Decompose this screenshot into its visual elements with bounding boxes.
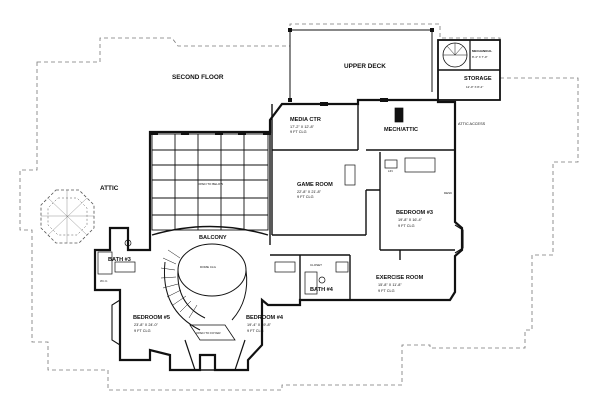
- bath3-label: BATH #3: [108, 257, 131, 263]
- mech-attic-label: MECH/ATTIC: [384, 127, 419, 133]
- bath4-label: BATH #4: [310, 287, 333, 293]
- fixtures: [97, 107, 436, 295]
- balcony-open-grid: [151, 133, 269, 231]
- upper-deck-label: UPPER DECK: [344, 63, 386, 70]
- dome-clg-label: DOME CLG: [200, 265, 217, 269]
- interior-walls: [269, 104, 455, 300]
- game-room-clg: 9 FT CLG: [297, 195, 314, 199]
- bedroom3-bay-window: [454, 224, 464, 254]
- bedroom5-bay-window: [111, 299, 121, 346]
- bedroom4-label: BEDROOM #4: [246, 315, 283, 321]
- media-ctr-dims: 17'-2" X 12'-8": [290, 125, 314, 129]
- balcony-label: BALCONY: [199, 235, 227, 241]
- game-room-label: GAME ROOM: [297, 182, 333, 188]
- exterior-walls: [93, 98, 464, 372]
- wic-label: W.I.C.: [100, 279, 109, 283]
- attic-access-label: ATTIC ACCESS: [458, 122, 486, 126]
- media-ctr-clg: 9 FT CLG: [290, 130, 307, 134]
- exercise-room-label: EXERCISE ROOM: [376, 275, 424, 281]
- bedroom3-label: BEDROOM #3: [396, 210, 433, 216]
- desk-label: DESK: [444, 191, 453, 195]
- open-to-below-label: OPEN TO BELOW: [198, 182, 224, 186]
- bedroom4-clg: 9 FT CLG: [247, 329, 264, 333]
- exercise-room-dims: 15'-8" X 11'-8": [378, 283, 402, 287]
- media-ctr-label: MEDIA CTR: [290, 117, 321, 123]
- gazebo-octagon: [40, 189, 95, 244]
- game-room-dims: 22'-8" X 21'-8": [297, 190, 321, 194]
- mechanical-dims: 8'-4" X 7'-0": [472, 55, 488, 59]
- linen-label: LIN: [388, 169, 393, 173]
- open-to-foyer-label: OPEN TO FOYER: [196, 331, 221, 335]
- attic-left-label: ATTIC: [100, 185, 119, 192]
- bedroom5-clg: 9 FT CLG: [134, 329, 151, 333]
- bedroom4-dims: 19'-4" X 19'-8": [247, 323, 271, 327]
- curved-stair: [151, 225, 269, 341]
- bedroom5-dims: 23'-8" X 24'-0": [134, 323, 158, 327]
- exercise-room-clg: 9 FT CLG: [378, 289, 395, 293]
- mechanical-label: MECHANICAL: [472, 49, 493, 53]
- storage-dims: 12'-0" X 8'-4": [466, 85, 484, 89]
- roof-outline: [19, 23, 579, 391]
- window-markers: [150, 98, 388, 135]
- bedroom5-label: BEDROOM #5: [133, 315, 170, 321]
- closet-label: CLOSET: [310, 263, 323, 267]
- bedroom3-dims: 19'-8" X 16'-4": [398, 218, 422, 222]
- upper-stair-tower: [437, 39, 501, 101]
- floor-title: SECOND FLOOR: [172, 74, 224, 81]
- bedroom3-clg: 9 FT CLG: [398, 224, 415, 228]
- upper-deck-railing: [289, 29, 433, 100]
- storage-label: STORAGE: [464, 76, 492, 82]
